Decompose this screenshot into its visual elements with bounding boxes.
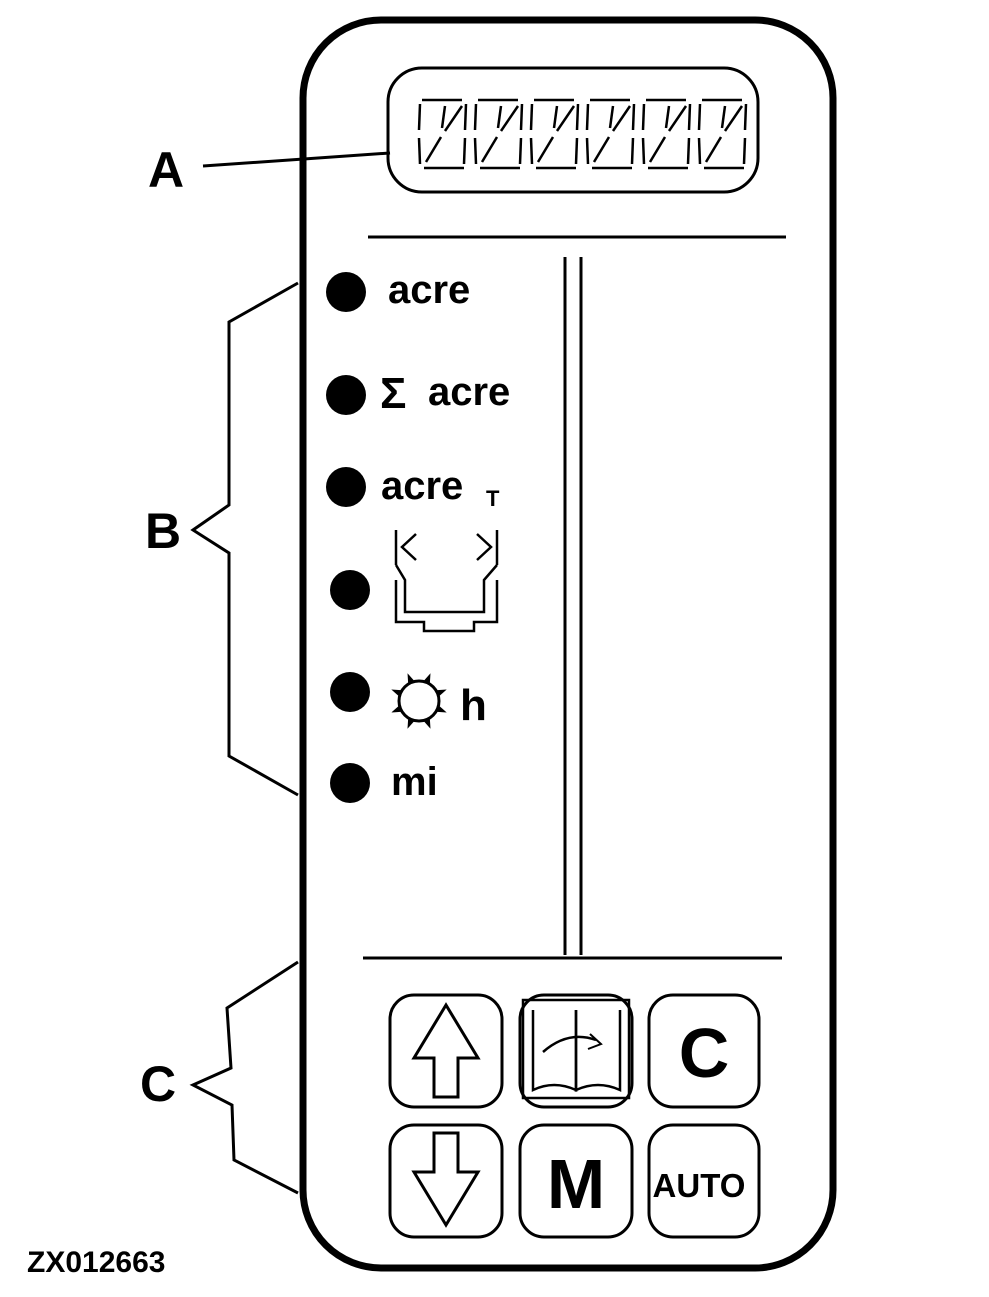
display-segment bbox=[480, 136, 499, 163]
display-segment bbox=[462, 137, 467, 165]
display-segment bbox=[720, 105, 727, 129]
display-segment bbox=[417, 137, 422, 165]
display-segment bbox=[424, 136, 443, 163]
display-segment bbox=[499, 105, 520, 132]
memory-button-label: M bbox=[547, 1145, 605, 1223]
keypad: C M AUTO bbox=[388, 993, 761, 1239]
arrow-up-icon bbox=[411, 1002, 481, 1099]
manual-button[interactable] bbox=[518, 993, 634, 1109]
callout-b: B bbox=[145, 503, 181, 559]
display-segment bbox=[592, 136, 611, 163]
sun-ray bbox=[423, 717, 431, 729]
callout-b-brace bbox=[190, 281, 299, 797]
indicator-label-distance: mi bbox=[391, 760, 438, 804]
device-housing bbox=[299, 16, 837, 1272]
display-segment bbox=[519, 103, 524, 131]
display-segment bbox=[641, 103, 646, 131]
display-segment bbox=[574, 137, 579, 165]
sun-ray bbox=[407, 673, 415, 685]
display-segment bbox=[641, 137, 646, 165]
display-segment bbox=[585, 103, 590, 131]
sun-ray bbox=[435, 689, 447, 697]
arrow-down-icon bbox=[411, 1131, 481, 1228]
display-segment bbox=[697, 137, 702, 165]
indicator-lamp-area-per-hour bbox=[326, 467, 366, 507]
callout-a-leader bbox=[202, 151, 391, 168]
clear-button[interactable]: C bbox=[647, 993, 761, 1109]
indicator-lamp-total-area bbox=[326, 375, 366, 415]
indicator-lamp-operating-hours bbox=[330, 672, 370, 712]
callout-a: A bbox=[148, 142, 184, 198]
down-button[interactable] bbox=[388, 1123, 504, 1239]
display-segment bbox=[417, 103, 422, 131]
indicator-lamp-area bbox=[326, 272, 366, 312]
display-digit bbox=[697, 98, 748, 170]
display-digit bbox=[641, 98, 692, 170]
display-digit bbox=[417, 98, 468, 170]
display-segment bbox=[536, 136, 555, 163]
figure-id: ZX012663 bbox=[27, 1246, 165, 1279]
display-segment bbox=[687, 103, 692, 131]
indicator-label-operating-hours: h bbox=[460, 681, 487, 730]
sun-rays bbox=[391, 673, 447, 729]
display-segment bbox=[529, 137, 534, 165]
indicator-lamp-distance bbox=[330, 763, 370, 803]
display bbox=[386, 66, 760, 194]
display-segment bbox=[686, 137, 691, 165]
display-segment bbox=[608, 105, 615, 129]
display-segment bbox=[697, 103, 702, 131]
working-width-icon bbox=[394, 530, 499, 633]
display-segment bbox=[667, 105, 688, 132]
indicator-lamps: acre Σ acre acre T h mi bbox=[326, 268, 510, 804]
display-segment bbox=[440, 105, 447, 129]
display-segment bbox=[630, 137, 635, 165]
display-segments bbox=[417, 98, 748, 170]
sun-clock-icon bbox=[391, 673, 447, 729]
display-segment bbox=[742, 137, 747, 165]
display-window bbox=[386, 66, 760, 194]
indicator-label-area-per-hour: acre bbox=[381, 464, 463, 508]
display-digit bbox=[473, 98, 524, 170]
display-segment bbox=[743, 103, 748, 131]
indicator-label-area: acre bbox=[388, 268, 470, 312]
auto-button[interactable]: AUTO bbox=[647, 1123, 761, 1239]
display-segment bbox=[473, 137, 478, 165]
sun-ray bbox=[391, 689, 403, 697]
auto-button-label: AUTO bbox=[653, 1167, 746, 1204]
display-segment bbox=[704, 136, 723, 163]
display-digit bbox=[585, 98, 636, 170]
clear-button-label: C bbox=[679, 1014, 730, 1092]
sigma-symbol: Σ bbox=[380, 369, 406, 418]
sun-ray bbox=[435, 705, 447, 713]
display-segment bbox=[518, 137, 523, 165]
display-segment bbox=[463, 103, 468, 131]
display-segment bbox=[664, 105, 671, 129]
display-segment bbox=[648, 136, 667, 163]
indicator-subscript-area-per-hour: T bbox=[486, 486, 500, 511]
sun-ray bbox=[423, 673, 431, 685]
display-segment bbox=[631, 103, 636, 131]
display-segment bbox=[585, 137, 590, 165]
display-segment bbox=[473, 103, 478, 131]
callout-c: C bbox=[140, 1056, 176, 1112]
memory-button[interactable]: M bbox=[518, 1123, 634, 1239]
indicator-label-total-area: acre bbox=[428, 370, 510, 414]
display-segment bbox=[552, 105, 559, 129]
up-button[interactable] bbox=[388, 993, 504, 1109]
display-digit bbox=[529, 98, 580, 170]
display-segment bbox=[496, 105, 503, 129]
indicator-lamp-working-width bbox=[330, 570, 370, 610]
display-segment bbox=[611, 105, 632, 132]
display-segment bbox=[443, 105, 464, 132]
display-segment bbox=[529, 103, 534, 131]
display-segment bbox=[555, 105, 576, 132]
sun-ray bbox=[391, 705, 403, 713]
display-segment bbox=[575, 103, 580, 131]
book-icon bbox=[521, 998, 631, 1100]
callout-c-brace bbox=[189, 960, 299, 1195]
display-segment bbox=[723, 105, 744, 132]
sun-ray bbox=[407, 717, 415, 729]
